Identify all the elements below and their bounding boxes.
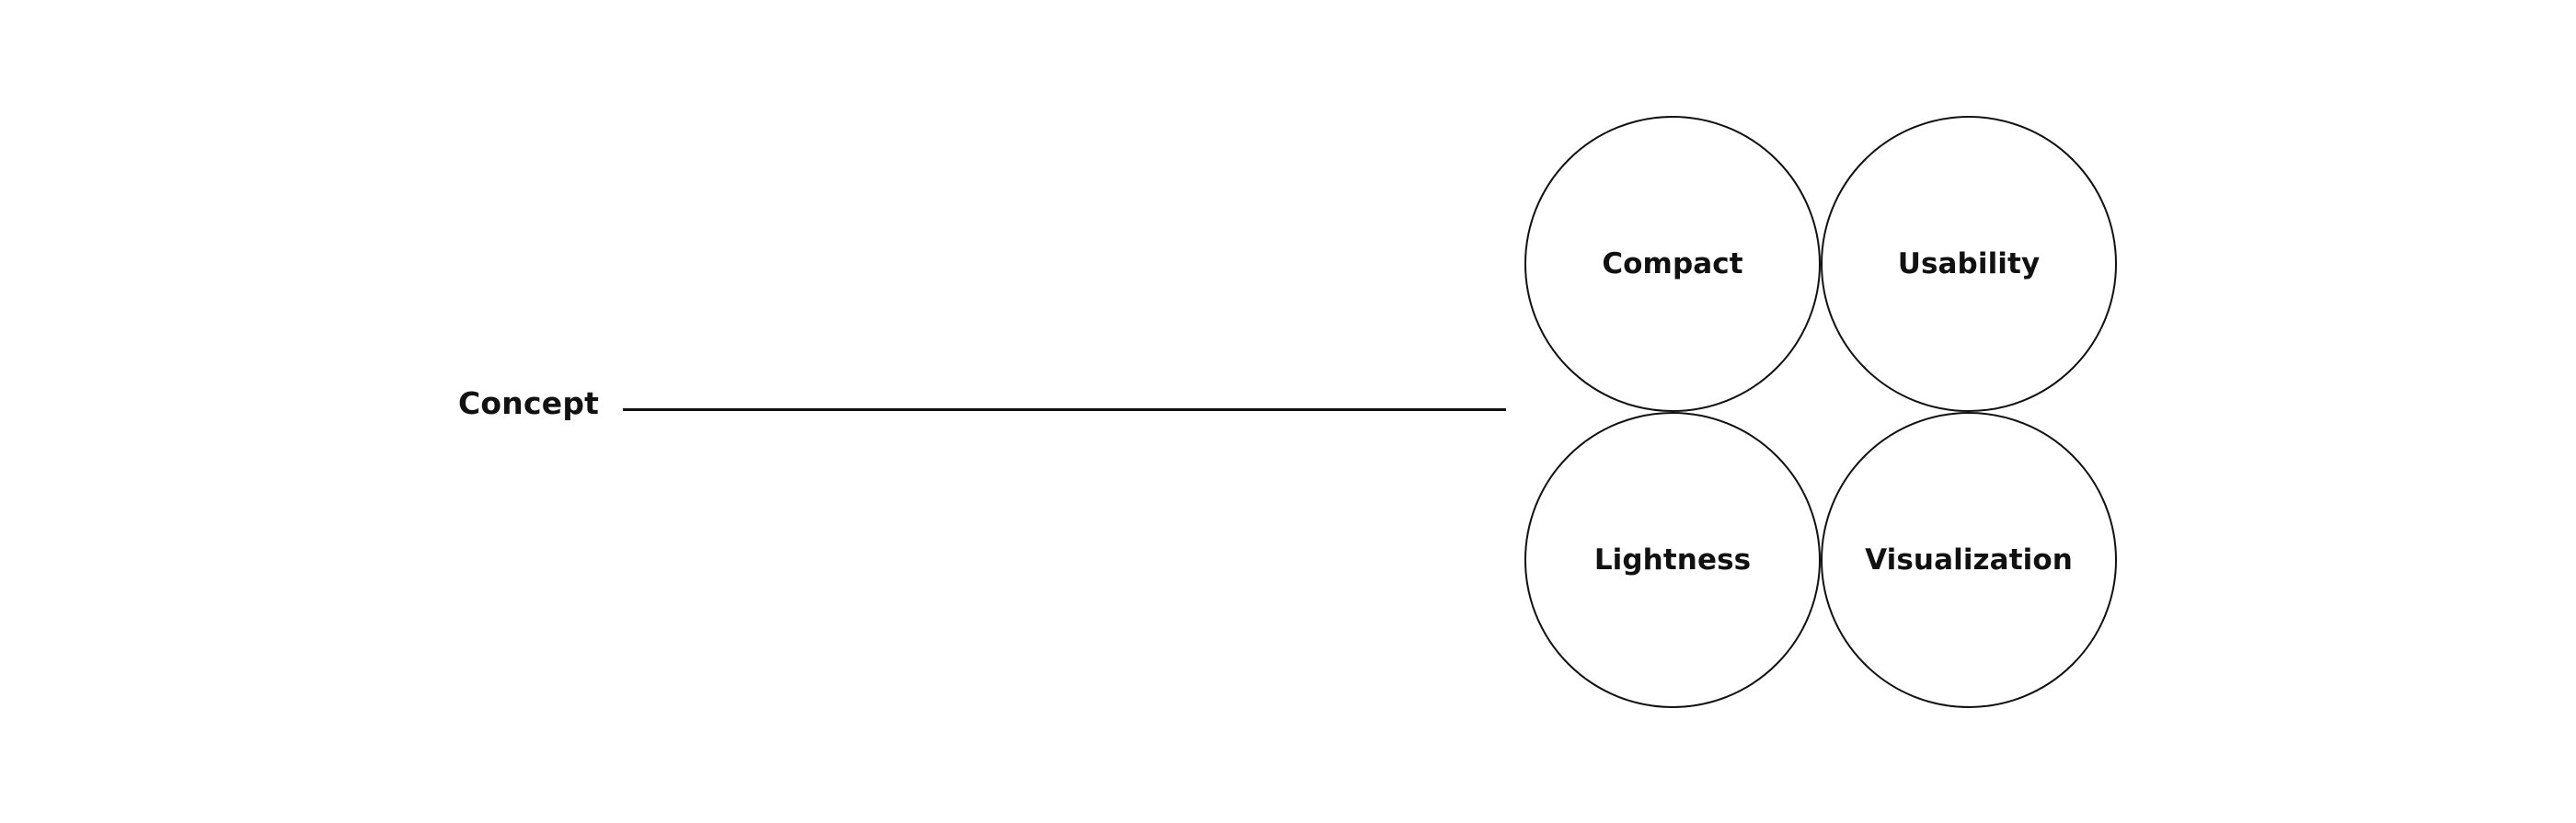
node-label-compact: Compact	[1602, 246, 1743, 280]
node-label-usability: Usability	[1897, 246, 2041, 280]
node-circle-compact[interactable]: Compact	[1524, 116, 1821, 412]
node-circle-lightness[interactable]: Lightness	[1524, 412, 1821, 708]
root-concept-label: Concept	[458, 385, 600, 421]
connector-line	[623, 408, 1506, 411]
node-label-lightness: Lightness	[1593, 543, 1752, 577]
node-label-visualization: Visualization	[1865, 543, 2073, 577]
node-circle-usability[interactable]: Usability	[1821, 116, 2117, 412]
node-circle-visualization[interactable]: Visualization	[1821, 412, 2117, 708]
